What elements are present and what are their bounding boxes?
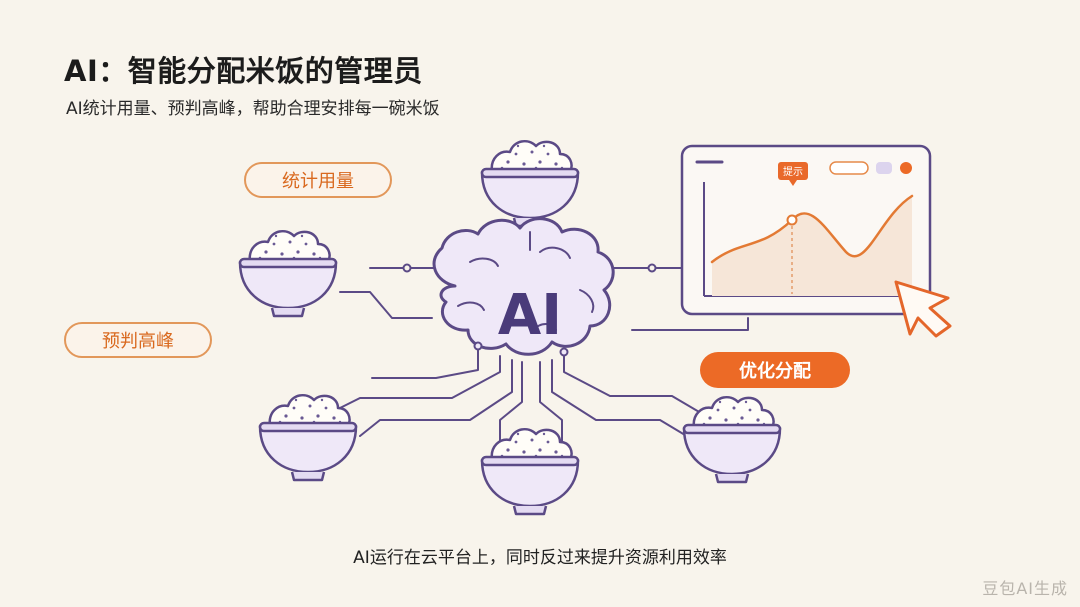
line-chart-icon: [703, 182, 914, 297]
bottom-caption: AI运行在云平台上，同时反过来提升资源利用效率: [353, 548, 727, 568]
watermark: 豆包AI生成: [982, 579, 1068, 598]
tag-peak: 预判高峰: [64, 322, 212, 358]
connector-lines: [315, 217, 749, 453]
rice-bowl-icon: [480, 139, 580, 228]
dashboard-chip: [876, 162, 892, 174]
tip-label: 提示: [783, 166, 803, 178]
connector-dots: [402, 263, 657, 273]
dashboard-panel: 提示: [680, 144, 932, 316]
brain-label: AI: [498, 283, 562, 348]
rice-bowl-icon: [682, 395, 782, 484]
cursor-arrow-icon: [894, 280, 952, 338]
page-subtitle: AI统计用量、预判高峰，帮助合理安排每一碗米饭: [66, 99, 440, 119]
page-title: AI：智能分配米饭的管理员: [64, 54, 423, 88]
brain-icon: AI: [432, 217, 615, 357]
rice-bowl-icon: [238, 229, 338, 318]
tip-callout: 提示: [778, 162, 808, 186]
dashboard-toggle: [829, 161, 869, 175]
tag-optimize: 优化分配: [700, 352, 850, 388]
rice-bowl-icon: [480, 427, 580, 516]
dashboard-status-dot: [900, 162, 912, 174]
tag-usage: 统计用量: [244, 162, 392, 198]
rice-bowl-icon: [258, 393, 358, 482]
